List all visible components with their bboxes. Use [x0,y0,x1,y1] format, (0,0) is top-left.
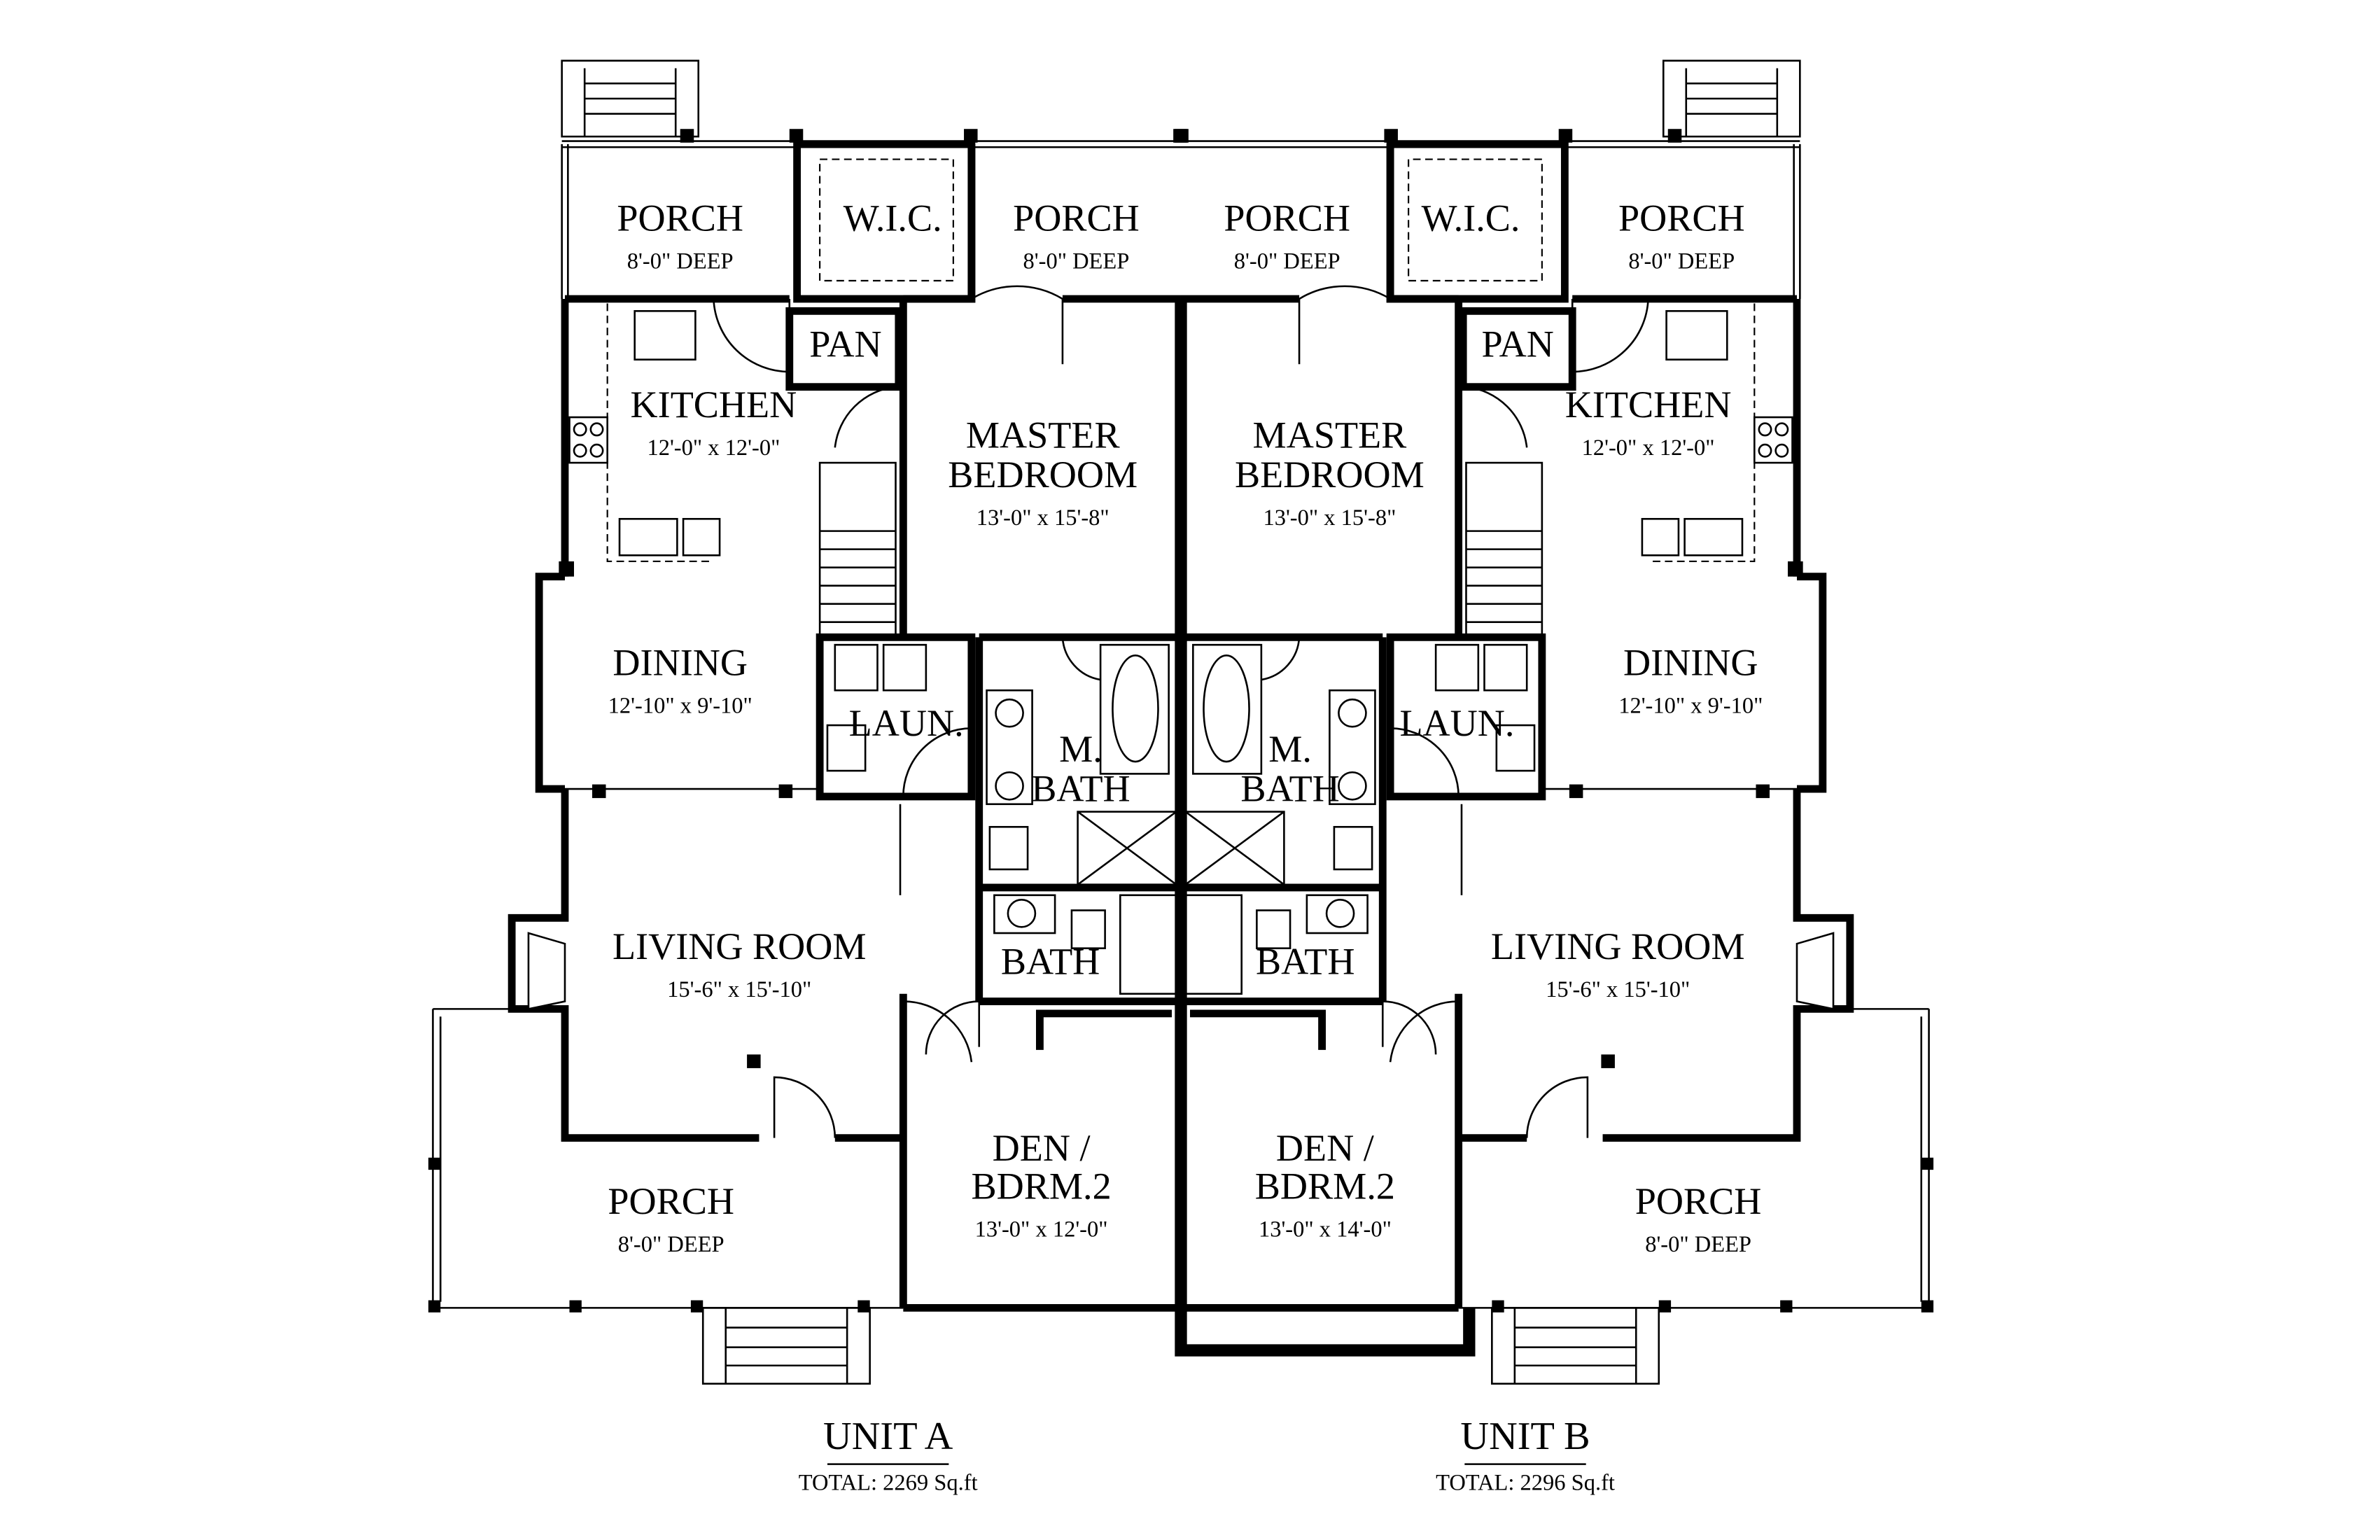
room-dim: 13'-0" x 15'-8" [976,505,1110,531]
room-name: DINING [1623,642,1758,684]
front-steps [701,1307,871,1385]
unit-a-labels: PORCH 8'-0" DEEP W.I.C. PORCH 8'-0" DEEP… [608,197,1139,1495]
bathtub [1119,894,1177,995]
room-name: PORCH [1224,197,1350,239]
room-name: LIVING ROOM [1491,925,1745,967]
room-name: LAUN. [1399,702,1514,744]
unit-title: UNIT B [1460,1415,1590,1458]
sink-icon [618,517,678,556]
room-dim: 8'-0" DEEP [1023,249,1130,274]
door-swing [971,285,1064,365]
room-name: PORCH [608,1180,734,1222]
unit-title: UNIT A [823,1415,953,1458]
unit-total: TOTAL: 2296 Sq.ft [1436,1470,1615,1495]
room-name: BDRM.2 [1255,1165,1395,1207]
room-name: DEN / [1276,1127,1375,1169]
room-name: BATH [1001,941,1100,983]
room-dim: 8'-0" DEEP [627,249,734,274]
room-name: PORCH [1618,197,1745,239]
room-dim: 12'-10" x 9'-10" [1618,694,1763,719]
room-name: PORCH [1635,1180,1762,1222]
room-name: MASTER [966,414,1121,456]
rear-steps [561,59,700,138]
room-dim: 13'-0" x 15'-8" [1263,505,1396,531]
room-dim: 12'-0" x 12'-0" [1582,435,1715,461]
laundry-walls [816,633,976,801]
unit-a-plan [428,59,1187,1385]
room-name: LIVING ROOM [612,925,867,967]
room-name: BDRM.2 [971,1165,1111,1207]
room-dim: 8'-0" DEEP [618,1232,724,1257]
room-name: DINING [612,642,748,684]
unit-b-labels: PORCH 8'-0" DEEP W.I.C. PORCH 8'-0" DEEP… [1224,197,1763,1495]
room-dim: 8'-0" DEEP [1234,249,1340,274]
room-dim: 8'-0" DEEP [1628,249,1735,274]
room-name: PAN [809,323,881,365]
room-name: BATH [1256,941,1354,983]
room-name: KITCHEN [1565,384,1732,426]
room-name: LAUN. [849,702,964,744]
room-dim: 15'-6" x 15'-10" [667,977,811,1002]
stove-icon [568,416,608,464]
room-name: MASTER [1253,414,1408,456]
room-dim: 12'-0" x 12'-0" [647,435,780,461]
room-dim: 13'-0" x 12'-0" [975,1217,1108,1242]
room-name: PORCH [617,197,743,239]
toilet-icon [988,825,1029,871]
room-name: W.I.C. [844,197,942,239]
room-name: M. [1268,728,1312,770]
room-name: M. [1059,728,1102,770]
room-name: BATH [1240,767,1339,809]
room-dim: 13'-0" x 14'-0" [1259,1217,1392,1242]
room-name: BATH [1031,767,1130,809]
room-dim: 12'-10" x 9'-10" [608,694,752,719]
room-name: BEDROOM [1235,454,1424,496]
room-name: BEDROOM [948,454,1138,496]
room-name: PORCH [1013,197,1140,239]
room-dim: 15'-6" x 15'-10" [1546,977,1690,1002]
room-dim: 8'-0" DEEP [1645,1232,1751,1257]
room-name: KITCHEN [631,384,797,426]
unit-total: TOTAL: 2269 Sq.ft [799,1470,978,1495]
room-name: PAN [1481,323,1553,365]
room-name: W.I.C. [1422,197,1520,239]
room-name: DEN / [993,1127,1091,1169]
